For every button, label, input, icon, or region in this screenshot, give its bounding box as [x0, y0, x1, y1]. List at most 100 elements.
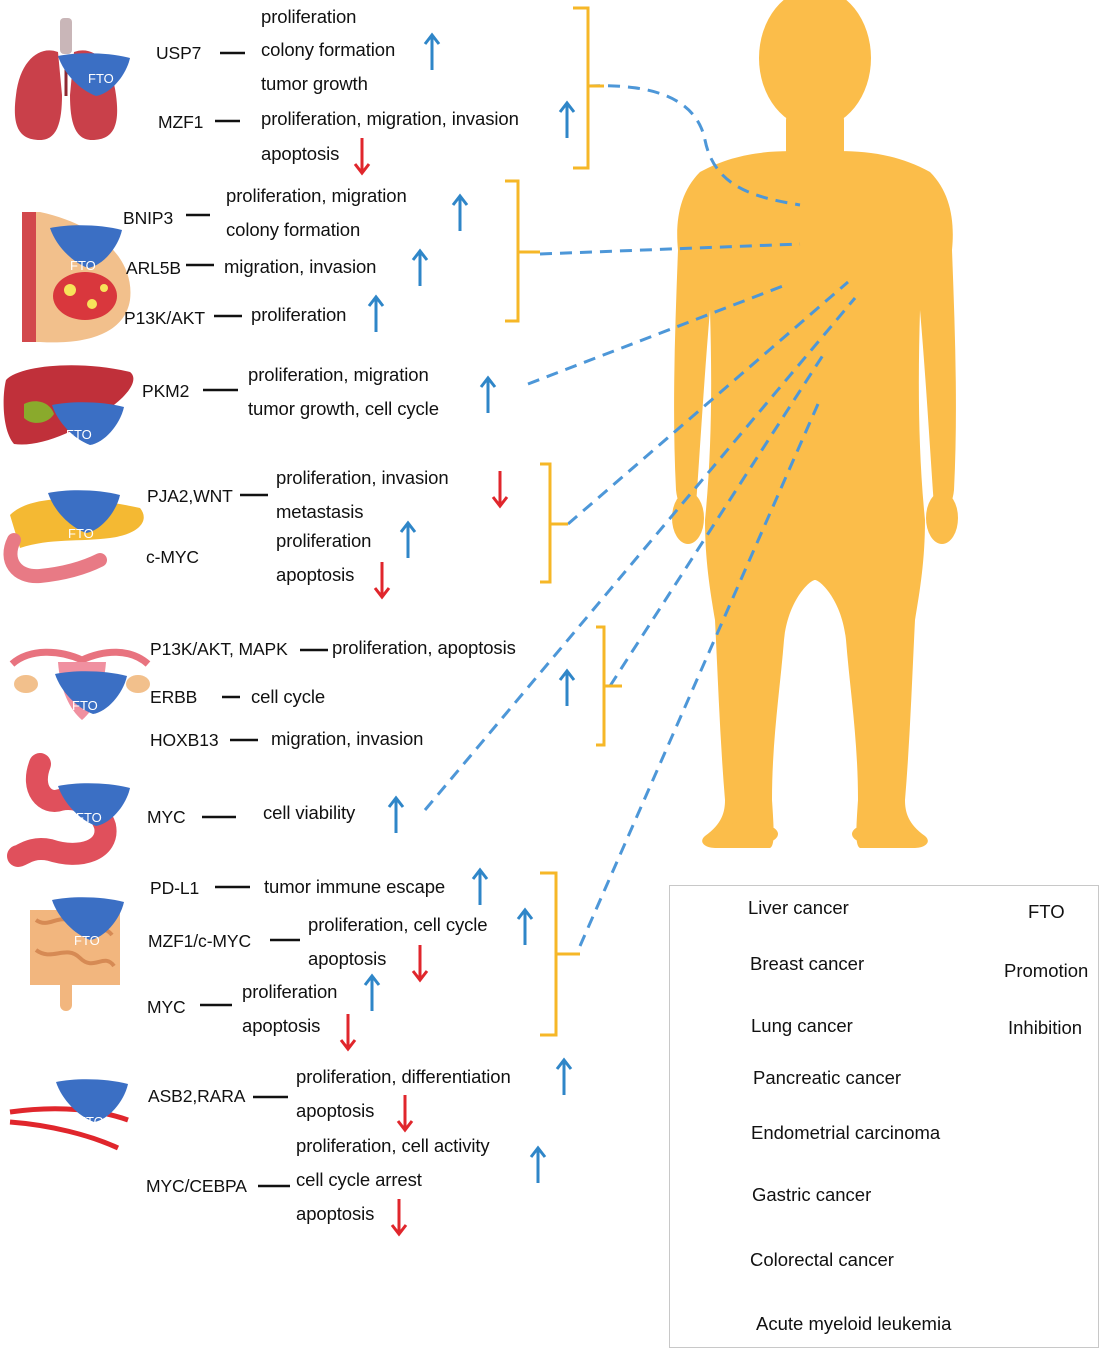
promotion-arrow-aml-2 — [529, 1146, 547, 1185]
legend-label-gastric: Gastric cancer — [752, 1184, 872, 1205]
pancreas-gene-1: PJA2,WNT — [147, 486, 233, 506]
colorectal-effect-3: apoptosis — [308, 948, 387, 969]
colorectal-effect-5: apoptosis — [242, 1015, 321, 1036]
arrow-marks — [339, 33, 576, 1236]
pancreas-effect-1: proliferation, invasion — [276, 467, 449, 488]
colorectal-gene-3: MYC — [147, 997, 186, 1017]
legend-label-liver: Liver cancer — [748, 897, 849, 918]
human-body-silhouette — [672, 0, 958, 849]
aml-effect-1: proliferation, differentiation — [296, 1066, 511, 1087]
aml-effect-2: apoptosis — [296, 1100, 375, 1121]
svg-text:FTO: FTO — [72, 698, 98, 713]
fto-icon-lung: FTO — [58, 53, 130, 96]
endometrial-effect-2: cell cycle — [251, 686, 326, 707]
lung-gene-1: USP7 — [156, 43, 202, 63]
colorectal-effect-1: tumor immune escape — [264, 876, 446, 897]
legend-label-pancreatic: Pancreatic cancer — [753, 1067, 902, 1088]
promotion-arrow-gastric — [387, 796, 405, 835]
svg-text:FTO: FTO — [74, 933, 100, 948]
inhibition-arrow-pancreas-1 — [491, 469, 509, 508]
inhibition-arrow-colorectal-2 — [339, 1012, 357, 1051]
blood-vessel-icon — [9, 1106, 129, 1151]
fto-icon-pancreas: FTO — [48, 490, 120, 541]
legend-label-fto: FTO — [1028, 901, 1065, 922]
breast-effect-4: proliferation — [251, 304, 347, 325]
connector-lines — [423, 84, 857, 947]
connector-pancreas — [567, 280, 849, 526]
svg-text:FTO: FTO — [76, 810, 102, 825]
svg-text:FTO: FTO — [68, 526, 94, 541]
colorectal-gene-1: PD-L1 — [150, 878, 200, 898]
connector-breast — [539, 242, 801, 256]
group-brackets — [505, 6, 622, 1037]
legend-label-endometrial: Endometrial carcinoma — [751, 1122, 941, 1143]
endometrial-effect-1: proliferation, apoptosis — [332, 637, 516, 658]
liver-effect-1: proliferation, migration — [248, 364, 429, 385]
fto-icon-endometrial: FTO — [55, 671, 127, 714]
lung-effect-4: proliferation, migration, invasion — [261, 108, 519, 129]
inhibition-arrow-lung — [353, 136, 371, 175]
inhibition-arrow-aml-2 — [390, 1197, 408, 1236]
endometrial-gene-1: P13K/AKT, MAPK — [150, 639, 288, 659]
svg-text:FTO: FTO — [70, 258, 96, 273]
colorectal-gene-2: MZF1/c-MYC — [148, 931, 252, 951]
promotion-arrow-colorectal-2 — [516, 908, 534, 947]
breast-gene-2: ARL5B — [126, 258, 181, 278]
fto-icon-breast: FTO — [50, 225, 122, 273]
legend-label-lung: Lung cancer — [751, 1015, 853, 1036]
breast-effect-3: migration, invasion — [224, 256, 377, 277]
endometrial-effect-3: migration, invasion — [271, 728, 424, 749]
aml-effect-3: proliferation, cell activity — [296, 1135, 490, 1156]
endometrial-gene-3: HOXB13 — [150, 730, 219, 750]
pancreas-effect-3: proliferation — [276, 530, 372, 551]
legend-label-colorectal: Colorectal cancer — [750, 1249, 894, 1270]
aml-effect-5: apoptosis — [296, 1203, 375, 1224]
legend-label-breast: Breast cancer — [750, 953, 865, 974]
inhibition-arrow-pancreas-2 — [373, 560, 391, 599]
breast-effect-1: proliferation, migration — [226, 185, 407, 206]
aml-effect-4: cell cycle arrest — [296, 1169, 422, 1190]
lung-gene-2: MZF1 — [158, 112, 204, 132]
promotion-arrow-pancreas — [399, 521, 417, 560]
svg-text:FTO: FTO — [88, 71, 114, 86]
legend-label-inhibition: Inhibition — [1008, 1017, 1083, 1038]
colorectal-effect-4: proliferation — [242, 981, 338, 1002]
liver-gene-1: PKM2 — [142, 381, 190, 401]
promotion-arrow-colorectal-3 — [363, 974, 381, 1013]
promotion-arrow-lung-2 — [558, 101, 576, 140]
promotion-arrow-breast-3 — [367, 295, 385, 334]
lung-effect-1: proliferation — [261, 6, 357, 27]
connector-liver — [527, 282, 789, 386]
promotion-arrow-aml-1 — [555, 1058, 573, 1097]
gastric-gene-1: MYC — [147, 807, 186, 827]
fto-icon-colorectal: FTO — [52, 897, 124, 948]
gene-dashes — [186, 51, 328, 1188]
fto-icon-gastric: FTO — [58, 783, 130, 826]
legend-label-aml: Acute myeloid leukemia — [756, 1313, 952, 1334]
lung-effect-2: colony formation — [261, 39, 396, 60]
promotion-arrow-endometrial — [558, 669, 576, 708]
colorectal-effect-2: proliferation, cell cycle — [308, 914, 488, 935]
promotion-arrow-lung-1 — [423, 33, 441, 72]
legend-label-promotion: Promotion — [1004, 960, 1089, 981]
promotion-arrow-breast-1 — [451, 194, 469, 233]
liver-effect-2: tumor growth, cell cycle — [248, 398, 439, 419]
connector-gastric — [423, 297, 857, 811]
breast-gene-3: P13K/AKT — [124, 308, 205, 328]
gastric-effect-1: cell viability — [263, 802, 356, 823]
breast-effect-2: colony formation — [226, 219, 361, 240]
promotion-arrow-liver — [479, 376, 497, 415]
breast-gene-1: BNIP3 — [123, 208, 174, 228]
stomach-icon — [7, 753, 117, 867]
endometrial-gene-2: ERBB — [150, 687, 198, 707]
connector-endometrial — [608, 351, 827, 687]
fto-icon-aml: FTO — [56, 1079, 128, 1129]
aml-gene-2: MYC/CEBPA — [146, 1176, 247, 1196]
aml-gene-1: ASB2,RARA — [148, 1086, 246, 1106]
inhibition-arrow-colorectal-1 — [411, 943, 429, 982]
lung-effect-3: tumor growth — [261, 73, 368, 94]
promotion-arrow-breast-2 — [411, 249, 429, 288]
promotion-arrow-colorectal-1 — [471, 868, 489, 907]
connector-lung — [587, 84, 801, 207]
pancreas-gene-2: c-MYC — [146, 547, 199, 567]
